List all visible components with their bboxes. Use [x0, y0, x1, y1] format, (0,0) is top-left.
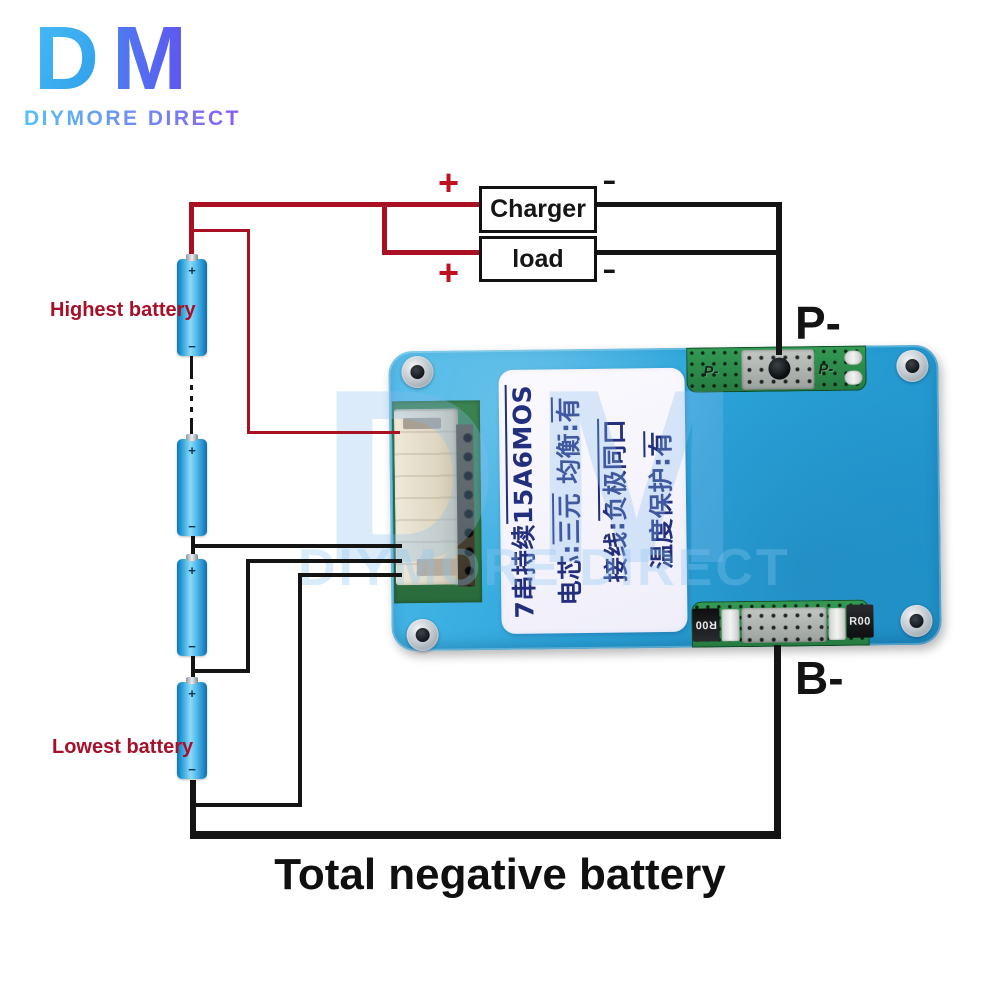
wire-red-branch-down [382, 202, 387, 255]
wire-link-battery3-battery4 [191, 655, 195, 685]
b-minus-terminal-label: B- [795, 652, 844, 704]
wire-dashed-link-top [190, 356, 193, 374]
plus-sign-load: + [438, 252, 460, 293]
plus-sign-charger: + [438, 162, 460, 203]
wire-black-charger-negative [591, 202, 781, 207]
minus-sign-charger: - [602, 155, 617, 204]
battery-terminal-nub [186, 254, 198, 261]
charger-label: Charger [490, 195, 586, 223]
resistor-right: R00 [846, 604, 874, 638]
wire-red-sense-to-connector [247, 431, 400, 434]
p-minus-silkscreen-right: P- [818, 360, 834, 379]
battery-cell-1: + − [177, 254, 207, 356]
wire-red-battery-to-charger [189, 202, 482, 207]
battery-plus-mark: + [188, 686, 196, 701]
wire-black-sense-c-horizontal [298, 573, 402, 577]
solder-pad [828, 607, 846, 641]
screw-bottom-right [900, 604, 933, 638]
wire-black-sense-b-horizontal [246, 559, 402, 563]
battery-terminal-nub [186, 554, 198, 561]
wire-dashed-link-bottom [190, 422, 193, 440]
screw-bottom-left [406, 618, 439, 652]
p-minus-terminal-label: P- [795, 297, 841, 349]
wire-black-total-negative-drop [190, 780, 196, 837]
minus-sign-load: - [602, 244, 617, 293]
battery-minus-mark: − [188, 762, 196, 777]
battery-plus-mark: + [188, 263, 196, 278]
battery-cell-3: + − [177, 554, 207, 656]
wire-black-to-p-minus-pad [776, 202, 782, 355]
battery-minus-mark: − [188, 519, 196, 534]
charger-box: Charger [479, 186, 597, 233]
wire-link-battery2-battery3 [191, 535, 195, 562]
highest-battery-label: Highest battery [50, 299, 196, 321]
battery-minus-mark: − [188, 339, 196, 354]
watermark-text: DIYMORE DIRECT [298, 539, 791, 597]
battery-plus-mark: + [188, 563, 196, 578]
watermark-dm: DM [320, 337, 774, 615]
wire-red-branch-to-load [382, 250, 479, 255]
wire-red-sense-stub [192, 229, 250, 232]
battery-terminal-nub [186, 434, 198, 441]
wire-black-total-negative-bus [190, 831, 781, 839]
battery-minus-mark: − [188, 639, 196, 654]
battery-cell-2: + − [177, 434, 207, 536]
solder-pad [844, 350, 863, 365]
wire-black-sense-b-stub [193, 669, 250, 673]
wire-dashed-link-dots [190, 374, 193, 422]
battery-cell-4: + − [177, 677, 207, 779]
wire-red-battery-positive-riser [189, 202, 194, 260]
load-box: load [479, 236, 597, 282]
wire-red-sense-vertical [247, 229, 250, 434]
wire-black-b-minus-riser [774, 645, 781, 837]
solder-pad [844, 370, 863, 385]
lowest-battery-label: Lowest battery [52, 736, 194, 758]
wire-black-load-negative [591, 250, 781, 255]
wire-black-sense-c-stub [193, 803, 302, 807]
battery-terminal-nub [186, 677, 198, 684]
load-label: load [512, 244, 564, 273]
total-negative-label: Total negative battery [274, 850, 726, 899]
battery-plus-mark: + [188, 443, 196, 458]
logo-subtitle: DIYMORE DIRECT [24, 107, 242, 130]
screw-top-right [896, 349, 929, 383]
wire-black-sense-b-vertical [246, 559, 250, 673]
logo-letter-m: M [112, 9, 187, 109]
wire-black-sense-a [193, 544, 402, 548]
logo-letter-d: D [34, 9, 99, 109]
wire-black-sense-c-vertical [298, 573, 302, 807]
